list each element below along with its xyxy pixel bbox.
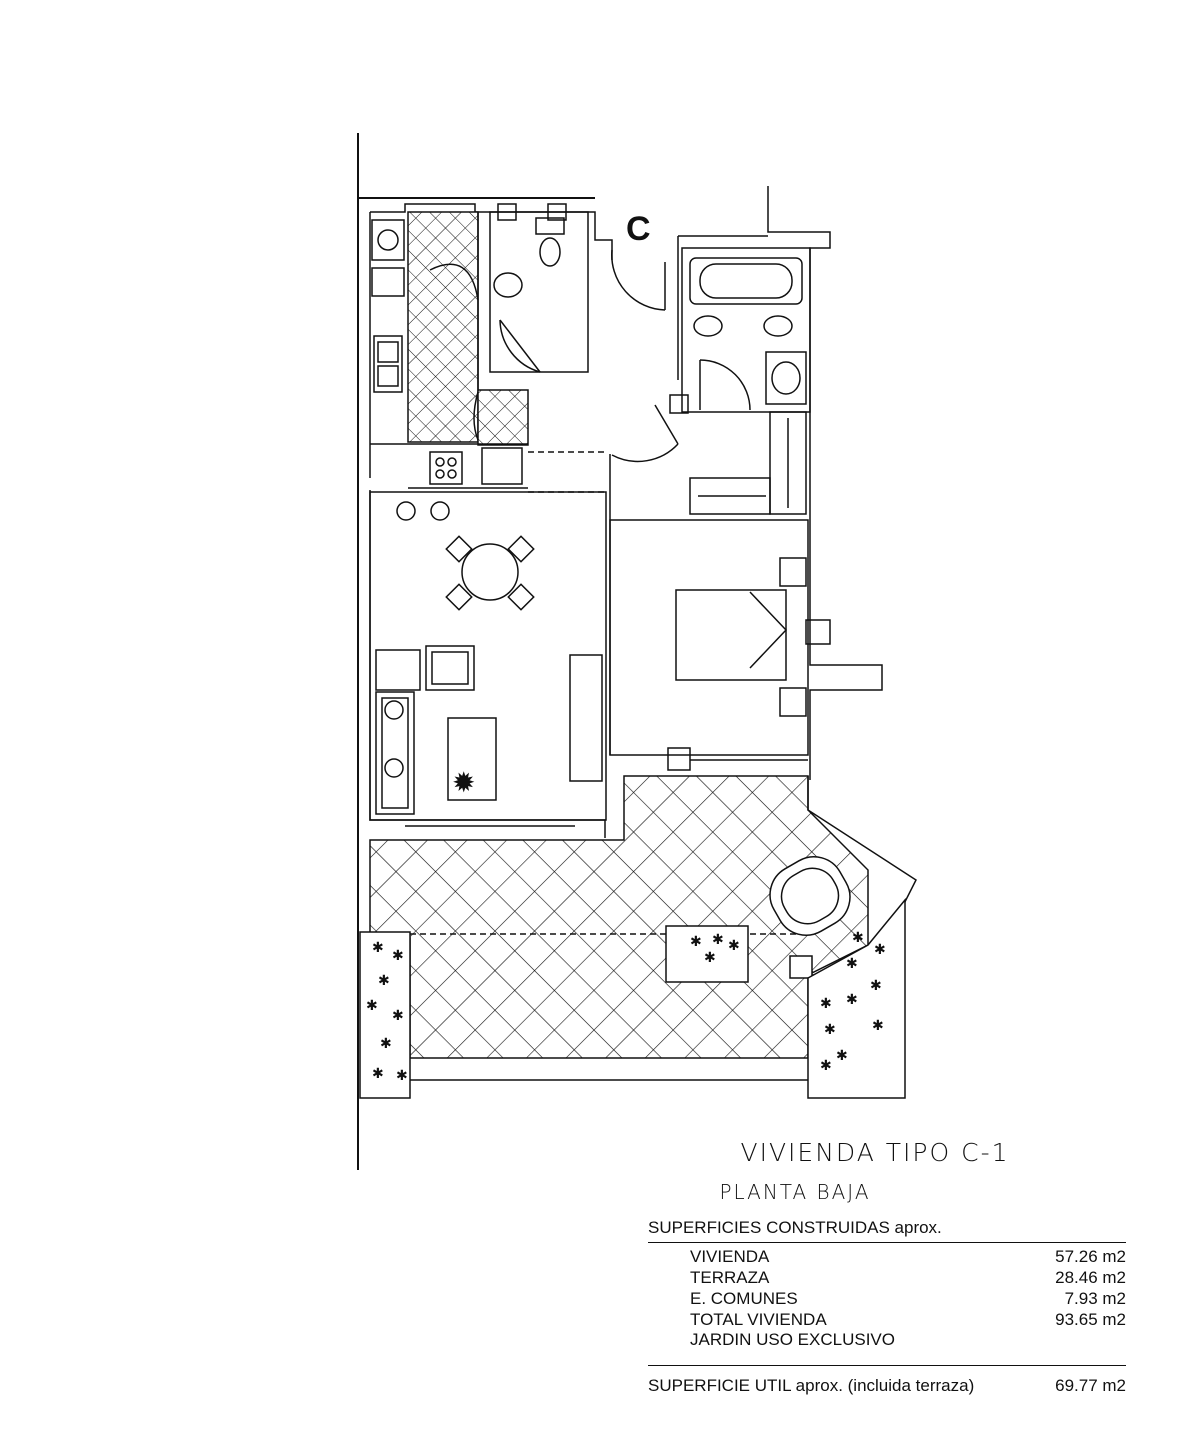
surface-value: 7.93 m2 bbox=[1064, 1289, 1126, 1308]
coffee-table bbox=[447, 717, 497, 801]
living-room bbox=[369, 491, 607, 821]
svg-text:✱: ✱ bbox=[846, 956, 858, 972]
garden-right bbox=[807, 897, 906, 1099]
plan-title: VIVIENDA TIPO C-1 bbox=[740, 1138, 1010, 1167]
kitchen-floor bbox=[407, 211, 479, 443]
surface-value: 93.65 m2 bbox=[1055, 1310, 1126, 1329]
svg-text:✱: ✱ bbox=[392, 1008, 404, 1024]
svg-text:✱: ✱ bbox=[372, 1066, 384, 1082]
hob bbox=[429, 451, 463, 485]
surface-label: TOTAL VIVIENDA bbox=[690, 1310, 827, 1329]
surface-label: VIVIENDA bbox=[690, 1247, 770, 1266]
fridge bbox=[371, 267, 405, 297]
surface-row: E. COMUNES 7.93 m2 bbox=[690, 1289, 1126, 1309]
bedroom bbox=[609, 519, 809, 756]
svg-text:✱: ✱ bbox=[378, 973, 390, 989]
bathtub bbox=[689, 257, 803, 305]
sink bbox=[373, 335, 403, 393]
util-label: SUPERFICIE UTIL aprox. (incluida terraza… bbox=[648, 1376, 975, 1395]
wc-room bbox=[489, 211, 589, 373]
svg-text:✱: ✱ bbox=[820, 996, 832, 1012]
surface-row: TOTAL VIVIENDA 93.65 m2 bbox=[690, 1310, 1126, 1330]
svg-text:✱: ✱ bbox=[690, 934, 702, 950]
garden-left bbox=[359, 931, 411, 1099]
armchair bbox=[425, 645, 475, 691]
svg-text:✱: ✱ bbox=[870, 978, 882, 994]
sofa bbox=[375, 691, 415, 815]
svg-text:✹: ✹ bbox=[452, 766, 475, 799]
svg-text:✱: ✱ bbox=[372, 940, 384, 956]
surface-row: TERRAZA 28.46 m2 bbox=[690, 1268, 1126, 1288]
surface-value: 57.26 m2 bbox=[1055, 1247, 1126, 1266]
surface-row: JARDIN USO EXCLUSIVO bbox=[690, 1330, 1126, 1350]
util-value: 69.77 m2 bbox=[1055, 1376, 1126, 1395]
washing-machine bbox=[371, 219, 405, 261]
svg-text:✱: ✱ bbox=[712, 932, 724, 948]
surface-value: 28.46 m2 bbox=[1055, 1268, 1126, 1287]
surface-label: JARDIN USO EXCLUSIVO bbox=[690, 1330, 895, 1349]
plan-subtitle: PLANTA BAJA bbox=[719, 1180, 871, 1204]
svg-text:✱: ✱ bbox=[728, 938, 740, 954]
svg-text:✱: ✱ bbox=[380, 1036, 392, 1052]
svg-text:✱: ✱ bbox=[872, 1018, 884, 1034]
bed bbox=[675, 589, 787, 681]
svg-text:✱: ✱ bbox=[366, 998, 378, 1014]
dining-table bbox=[461, 543, 519, 601]
surface-label: E. COMUNES bbox=[690, 1289, 798, 1308]
util-surface-row: SUPERFICIE UTIL aprox. (incluida terraza… bbox=[648, 1376, 1126, 1396]
svg-text:✱: ✱ bbox=[396, 1068, 408, 1084]
unit-label: C bbox=[626, 210, 651, 248]
surfaces-header: SUPERFICIES CONSTRUIDAS aprox. bbox=[648, 1218, 942, 1237]
svg-text:✱: ✱ bbox=[820, 1058, 832, 1074]
svg-text:✱: ✱ bbox=[392, 948, 404, 964]
svg-text:✱: ✱ bbox=[824, 1022, 836, 1038]
surface-row: VIVIENDA 57.26 m2 bbox=[690, 1247, 1126, 1267]
svg-text:✱: ✱ bbox=[852, 930, 864, 946]
svg-text:✱: ✱ bbox=[846, 992, 858, 1008]
svg-text:✱: ✱ bbox=[874, 942, 886, 958]
tv-unit bbox=[569, 654, 603, 782]
svg-text:✱: ✱ bbox=[704, 950, 716, 966]
divider bbox=[648, 1242, 1126, 1243]
surface-label: TERRAZA bbox=[690, 1268, 770, 1287]
oven bbox=[481, 447, 523, 485]
divider bbox=[648, 1365, 1126, 1366]
svg-text:✱: ✱ bbox=[836, 1048, 848, 1064]
